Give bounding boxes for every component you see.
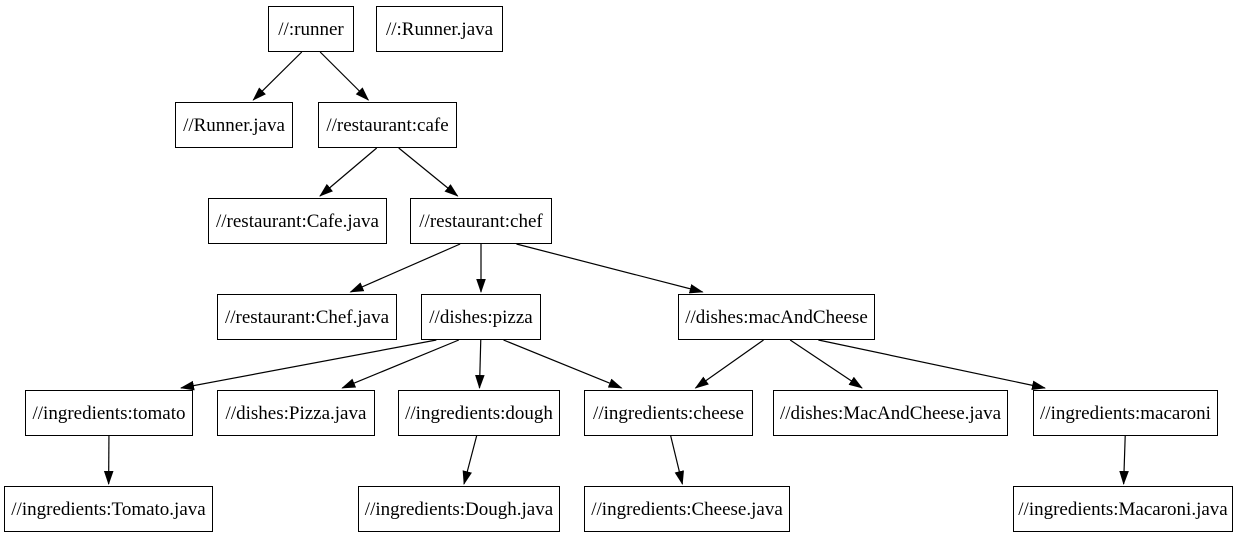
graph-node-label: //ingredients:Macaroni.java xyxy=(1018,498,1228,520)
graph-node-label: //ingredients:Cheese.java xyxy=(591,498,783,520)
edge-cafe-to-cafe-java xyxy=(319,147,378,197)
graph-node-label: //restaurant:chef xyxy=(419,210,543,232)
edge-macandcheese-to-macandcheese-java xyxy=(789,339,863,389)
edge-runner-to-runner-java xyxy=(252,51,303,101)
graph-node-macandcheese: //dishes:macAndCheese xyxy=(678,294,875,340)
edge-dough-to-dough-java xyxy=(462,435,478,485)
edge-pizza-to-dough xyxy=(475,339,485,389)
edge-macandcheese-to-cheese xyxy=(694,339,764,389)
graph-node-runner-java: //Runner.java xyxy=(175,102,293,148)
graph-node-chef: //restaurant:chef xyxy=(410,198,552,244)
edge-cheese-to-cheese-java xyxy=(670,435,684,485)
graph-node-label: //restaurant:cafe xyxy=(326,114,449,136)
graph-node-macaroni-java: //ingredients:Macaroni.java xyxy=(1013,486,1233,532)
graph-node-pizza: //dishes:pizza xyxy=(421,294,541,340)
graph-node-label: //Runner.java xyxy=(183,114,285,136)
graph-node-label: //dishes:MacAndCheese.java xyxy=(779,402,1002,424)
graph-node-tomato-java: //ingredients:Tomato.java xyxy=(4,486,213,532)
graph-node-label: //ingredients:Dough.java xyxy=(364,498,554,520)
graph-node-label: //restaurant:Cafe.java xyxy=(215,210,379,232)
graph-node-label: //:Runner.java xyxy=(385,18,494,40)
graph-node-label: //dishes:macAndCheese xyxy=(685,306,868,328)
edge-pizza-to-tomato xyxy=(180,339,437,391)
graph-node-cheese-java: //ingredients:Cheese.java xyxy=(584,486,790,532)
graph-node-label: //ingredients:Tomato.java xyxy=(11,498,206,520)
edge-pizza-to-cheese xyxy=(503,339,623,389)
graph-node-cafe: //restaurant:cafe xyxy=(318,102,457,148)
graph-node-label: //ingredients:cheese xyxy=(593,402,744,424)
edge-pizza-to-pizza-java xyxy=(341,339,460,389)
graph-node-dough: //ingredients:dough xyxy=(398,390,560,436)
graph-node-cafe-java: //restaurant:Cafe.java xyxy=(208,198,387,244)
graph-node-runner-java-top: //:Runner.java xyxy=(376,6,503,52)
graph-node-dough-java: //ingredients:Dough.java xyxy=(358,486,560,532)
graph-node-macandcheese-java: //dishes:MacAndCheese.java xyxy=(773,390,1008,436)
edge-runner-to-cafe xyxy=(319,51,370,101)
edge-chef-to-chef-java xyxy=(349,243,461,293)
graph-node-label: //:runner xyxy=(278,18,344,40)
graph-node-pizza-java: //dishes:Pizza.java xyxy=(217,390,375,436)
graph-node-label: //dishes:Pizza.java xyxy=(225,402,367,424)
graph-node-chef-java: //restaurant:Chef.java xyxy=(217,294,397,340)
graph-node-cheese: //ingredients:cheese xyxy=(584,390,753,436)
graph-node-label: //ingredients:dough xyxy=(405,402,553,424)
edge-cafe-to-chef xyxy=(398,147,459,197)
graph-node-label: //ingredients:macaroni xyxy=(1040,402,1211,424)
graph-node-macaroni: //ingredients:macaroni xyxy=(1033,390,1218,436)
graph-node-label: //restaurant:Chef.java xyxy=(224,306,390,328)
graph-node-tomato: //ingredients:tomato xyxy=(25,390,193,436)
graph-node-runner: //:runner xyxy=(268,6,354,52)
edge-chef-to-macandcheese xyxy=(516,243,704,294)
graph-node-label: //dishes:pizza xyxy=(429,306,533,328)
graph-node-label: //ingredients:tomato xyxy=(32,402,186,424)
edge-macaroni-to-macaroni-java xyxy=(1119,435,1129,485)
edge-macandcheese-to-macaroni xyxy=(818,339,1046,391)
